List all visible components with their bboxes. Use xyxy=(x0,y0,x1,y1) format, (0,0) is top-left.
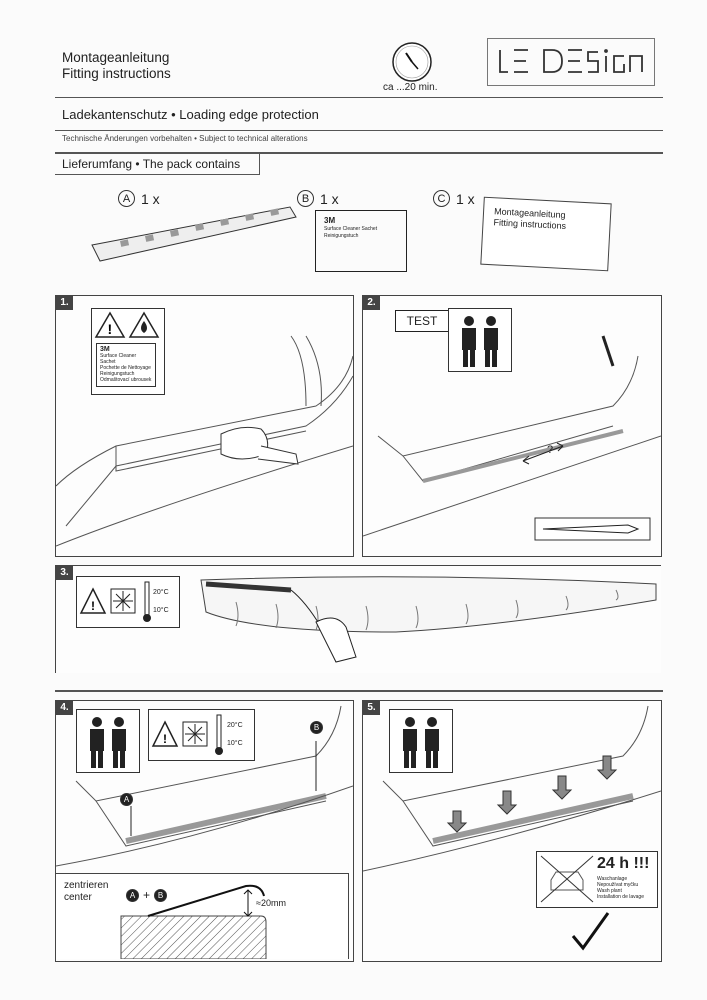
temperature-warning-card: ! 20°C 10°C xyxy=(148,709,255,761)
center-label-de: zentrieren xyxy=(64,880,109,891)
wash-line: Wash plant xyxy=(597,888,622,894)
clock-icon xyxy=(390,40,434,89)
temperature-high: 20°C xyxy=(227,722,243,729)
warning-frost-icon: ! xyxy=(79,587,136,614)
marker-a: A xyxy=(126,888,139,902)
step-2-panel: 2. TEST ? xyxy=(362,295,662,557)
sachet-card: 3M Surface Cleaner Sachet Pochette de Ne… xyxy=(96,343,156,387)
step-number: 1. xyxy=(56,296,73,310)
divider xyxy=(55,690,663,692)
item-a-label: A 1 x xyxy=(118,190,160,207)
center-label: zentrieren center xyxy=(64,880,108,904)
two-persons-icon xyxy=(76,709,140,773)
temperature-low: 10°C xyxy=(153,607,169,614)
marker-b: B xyxy=(310,721,323,734)
a-plus-b: A + B xyxy=(126,888,168,902)
sachet-text: Reinigungstuch xyxy=(100,371,135,377)
two-persons-icon xyxy=(389,709,453,773)
svg-text:!: ! xyxy=(163,732,167,746)
loading-edge-protector-illustration xyxy=(91,206,297,262)
item-c-label: C 1 x xyxy=(433,190,475,207)
sachet-text: Surface Cleaner Sachet xyxy=(100,353,137,365)
temperature-low: 10°C xyxy=(227,740,243,747)
car-rear-cleaning-illustration xyxy=(56,335,353,547)
press-down-illustration xyxy=(363,705,661,951)
center-label-en: center xyxy=(64,892,92,903)
no-car-wash-icon xyxy=(540,855,594,903)
cleaner-sachet: 3M Surface Cleaner Sachet Reinigungstuch xyxy=(315,210,407,272)
warning-flammable-icon: ! xyxy=(94,311,160,338)
wash-text: Waschanlage Nepoužívat myčku Wash plant … xyxy=(597,876,644,900)
question-mark: ? xyxy=(547,444,554,456)
step-4-panel: 4. A B ! 20°C 10°C zentrieren center A +… xyxy=(55,700,354,962)
warning-frost-icon: ! xyxy=(151,720,208,747)
sachet-brand: 3M xyxy=(100,346,110,353)
no-car-wash-card: 24 h !!! Waschanlage Nepoužívat myčku Wa… xyxy=(536,851,658,908)
product-name: Ladekantenschutz • Loading edge protecti… xyxy=(62,107,319,122)
centering-detail: zentrieren center A + B ≈20mm xyxy=(56,873,349,959)
wash-line: Nepoužívat myčku xyxy=(597,882,639,888)
item-letter: C xyxy=(433,190,450,207)
two-persons-icon xyxy=(448,308,512,372)
thermometer-icon xyxy=(215,714,223,755)
disclaimer: Technische Änderungen vorbehalten • Subj… xyxy=(62,134,308,143)
document-title: Montageanleitung Fitting instructions xyxy=(62,50,171,82)
step-number: 2. xyxy=(363,296,380,310)
svg-text:!: ! xyxy=(108,321,113,337)
time-estimate: ca ...20 min. xyxy=(383,82,438,93)
test-label: TEST xyxy=(395,310,449,332)
item-qty: 1 x xyxy=(141,190,160,207)
brand-logo xyxy=(487,38,655,86)
item-qty: 1 x xyxy=(320,190,339,207)
divider xyxy=(55,97,663,98)
gap-measurement: ≈20mm xyxy=(256,898,286,908)
divider xyxy=(55,130,663,131)
step-3-panel: 3. ! 20°C 10°C xyxy=(55,565,661,673)
wash-line: Waschanlage xyxy=(597,876,628,882)
title-german: Montageanleitung xyxy=(62,50,170,65)
temperature-warning-card: ! 20°C 10°C xyxy=(76,576,180,628)
thermometer-icon xyxy=(143,581,151,622)
wait-time: 24 h !!! xyxy=(597,855,650,872)
title-english: Fitting instructions xyxy=(62,66,171,81)
sachet-text: Surface Cleaner Sachet xyxy=(324,226,378,232)
item-letter: A xyxy=(118,190,135,207)
instruction-sheet: Montageanleitung Fitting instructions xyxy=(480,196,612,272)
temperature-high: 20°C xyxy=(153,589,169,596)
marker-a: A xyxy=(120,793,133,806)
item-b-label: B 1 x xyxy=(297,190,339,207)
gap-diagram xyxy=(120,884,267,959)
step-1-panel: 1. ! 3M Surface Cleaner Sachet Pochette … xyxy=(55,295,354,557)
step-number: 5. xyxy=(363,701,380,715)
item-qty: 1 x xyxy=(456,190,475,207)
protector-liner-removal-illustration xyxy=(200,576,657,663)
warning-card: ! 3M Surface Cleaner Sachet Pochette de … xyxy=(91,308,165,395)
step-number: 4. xyxy=(56,701,73,715)
divider xyxy=(55,152,663,154)
item-letter: B xyxy=(297,190,314,207)
sachet-text: Reinigungstuch xyxy=(324,233,359,239)
sachet-brand: 3M xyxy=(324,216,336,225)
svg-text:!: ! xyxy=(91,599,95,613)
plus-sign: + xyxy=(143,888,151,902)
sachet-text: Odmaštovací ubrousek xyxy=(100,377,152,383)
protector-placement-illustration xyxy=(56,705,353,867)
step-5-panel: 5. 24 h !!! Waschanlage Nepoužívat myčku… xyxy=(362,700,662,962)
step-number: 3. xyxy=(56,566,73,580)
marker-b: B xyxy=(154,888,168,902)
sachet-text: Pochette de Nettoyage xyxy=(100,365,151,371)
pack-contents-tab: Lieferumfang • The pack contains xyxy=(55,153,260,175)
test-fit-illustration xyxy=(363,335,661,541)
wash-line: Installation de lavage xyxy=(597,894,644,900)
